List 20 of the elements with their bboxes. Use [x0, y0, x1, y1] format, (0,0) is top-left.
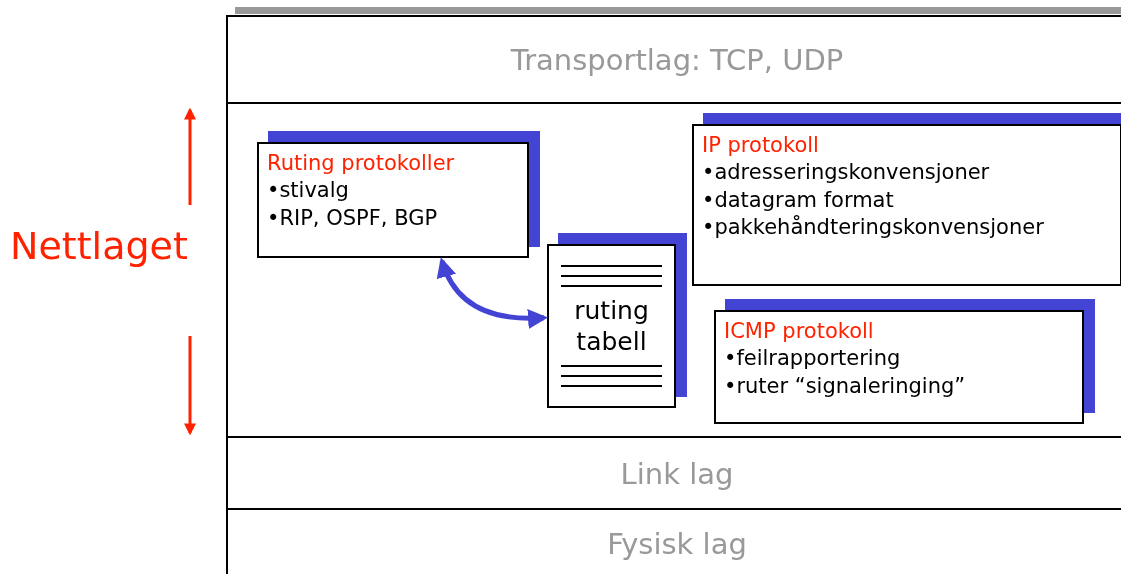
bullet-item: •RIP, OSPF, BGP	[267, 204, 439, 232]
table-name: ruting tabell	[573, 294, 650, 358]
layer-band	[226, 508, 1121, 574]
box-heading: IP protokoll	[702, 132, 820, 159]
bullet-item: •adresseringskonvensjoner	[702, 159, 991, 187]
layer-band	[226, 102, 1121, 437]
layer-band	[226, 15, 1121, 103]
layer-label: Nettlaget	[10, 223, 188, 268]
bullet-item: •pakkehåndteringskonvensjoner	[702, 213, 1045, 241]
layer-name: Fysisk lag	[607, 527, 747, 561]
double-arrow	[437, 257, 548, 329]
box-heading: ICMP protokoll	[724, 318, 875, 345]
bullet-item: •ruter “signaleringing”	[724, 372, 967, 400]
box-heading: Ruting protokoller	[267, 150, 456, 177]
layer-band	[226, 436, 1121, 509]
bullet-item: •feilrapportering	[724, 345, 902, 373]
layer-name: Link lag	[620, 456, 734, 491]
layer-name: Transportlag: TCP, UDP	[510, 43, 844, 77]
bullet-item: •datagram format	[702, 186, 895, 214]
bullet-item: •stivalg	[267, 177, 350, 205]
